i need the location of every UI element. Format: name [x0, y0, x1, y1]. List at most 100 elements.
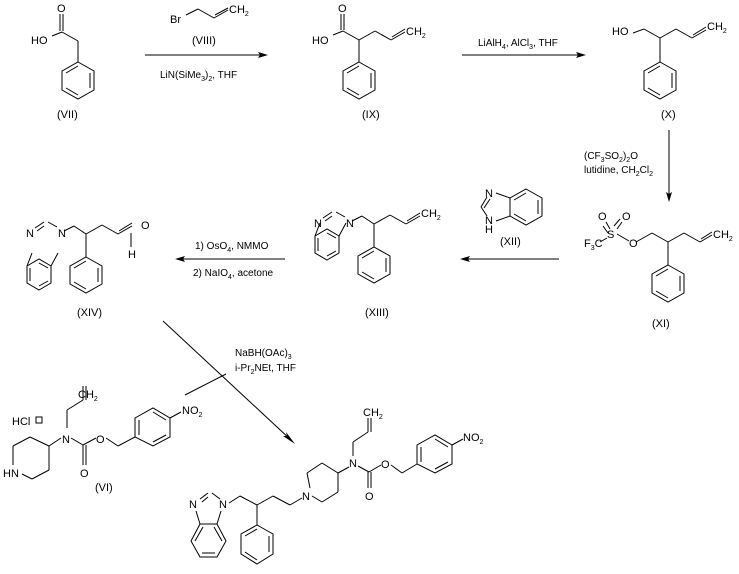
bond	[599, 237, 608, 243]
bond	[352, 431, 369, 443]
text-part: 4	[228, 274, 232, 281]
bond	[346, 65, 360, 74]
atom-label: O	[598, 211, 607, 223]
compound-label: (VIII)	[192, 35, 216, 47]
bond	[63, 225, 75, 232]
compound-label: (XIII)	[365, 307, 389, 319]
atom-label: O	[622, 211, 631, 223]
compound-label: (X)	[661, 109, 676, 121]
compound-VII: O HO (VII)	[31, 3, 95, 121]
compound-label: (XI)	[652, 318, 670, 330]
bond	[289, 497, 303, 506]
bond	[335, 211, 346, 218]
ring-or-arrowhead	[651, 264, 685, 303]
bond	[373, 214, 391, 225]
bond	[495, 215, 511, 222]
bond	[683, 232, 701, 243]
bond	[162, 320, 292, 441]
bond	[321, 462, 339, 474]
ring-or-arrowhead	[175, 256, 185, 262]
bond	[244, 528, 258, 537]
bond	[405, 215, 421, 225]
text-part: 2	[94, 396, 98, 403]
ring-or-arrowhead	[314, 228, 340, 261]
bond	[34, 221, 45, 229]
ring-or-arrowhead	[69, 256, 103, 294]
bond	[691, 29, 707, 39]
bond	[169, 411, 182, 419]
bond	[655, 290, 669, 299]
bond	[29, 436, 50, 447]
ring-or-arrowhead	[240, 524, 274, 565]
bond	[214, 7, 229, 16]
bond	[368, 464, 382, 473]
bond	[117, 436, 136, 447]
bond	[602, 225, 609, 234]
bond	[643, 28, 661, 39]
text-part: 1) OsO	[195, 241, 227, 252]
bond	[26, 252, 33, 267]
atom-label: CH2	[406, 26, 426, 40]
bond	[616, 221, 623, 230]
bond	[66, 399, 84, 411]
bond	[152, 411, 167, 421]
bond	[513, 192, 527, 201]
bond	[185, 8, 199, 16]
bond	[326, 232, 337, 239]
atom-label: H	[128, 249, 136, 261]
atom-label: N	[219, 499, 227, 511]
bond	[655, 268, 669, 277]
reagent-step3-line1: (CF3SO2)2O	[584, 151, 638, 164]
atom-label: S	[607, 229, 614, 241]
bond	[495, 192, 511, 199]
text-part: 2	[626, 157, 630, 164]
compound-X: HO CH2 (X)	[612, 21, 727, 121]
text-part: 2	[723, 28, 727, 35]
bond	[632, 28, 645, 34]
bond	[480, 196, 488, 208]
bond	[616, 233, 630, 242]
ring-or-arrowhead	[134, 407, 171, 447]
atom-label: N	[349, 458, 357, 470]
ring-or-arrowhead	[509, 188, 543, 226]
arrow-step2	[462, 52, 586, 58]
atom-label: CH2	[78, 389, 98, 403]
text-part: )	[623, 151, 626, 162]
bond	[321, 491, 339, 503]
bond	[272, 495, 291, 506]
bond	[337, 466, 350, 474]
bond	[390, 464, 403, 474]
text-part: F	[584, 238, 591, 250]
arrow-step3	[666, 130, 672, 202]
bond	[61, 31, 79, 42]
bond	[434, 438, 449, 448]
ring-or-arrowhead	[283, 432, 295, 444]
bond	[480, 206, 488, 217]
text-part: , acetone	[232, 268, 274, 279]
text-part: 2	[480, 439, 484, 446]
atom-label: O	[365, 491, 374, 503]
atom-label: O	[629, 238, 638, 250]
reagent-step2: LiAlH4, AlCl3, THF	[478, 38, 558, 51]
atom-label: CH2	[707, 21, 727, 35]
bond	[635, 232, 653, 243]
reagent-step6-line2: i-Pr2NEt, THF	[235, 363, 296, 376]
atom-label: CH2	[363, 407, 383, 421]
bond	[361, 250, 375, 259]
bond	[65, 65, 79, 74]
text-part: O	[630, 151, 638, 162]
ring-or-arrowhead	[416, 434, 453, 474]
ring-or-arrowhead	[643, 61, 677, 100]
text-part: 2	[251, 369, 255, 376]
compound-VIII: Br CH2 (VIII)	[170, 4, 249, 47]
bond	[194, 526, 204, 542]
bond	[82, 437, 97, 446]
bond	[73, 281, 87, 290]
text-part: 2	[636, 171, 640, 178]
atom-label: CH2	[713, 229, 733, 243]
text-part: NO	[463, 432, 480, 444]
atom-label: NO2	[463, 432, 484, 446]
bond	[239, 495, 258, 506]
bond	[647, 87, 661, 96]
